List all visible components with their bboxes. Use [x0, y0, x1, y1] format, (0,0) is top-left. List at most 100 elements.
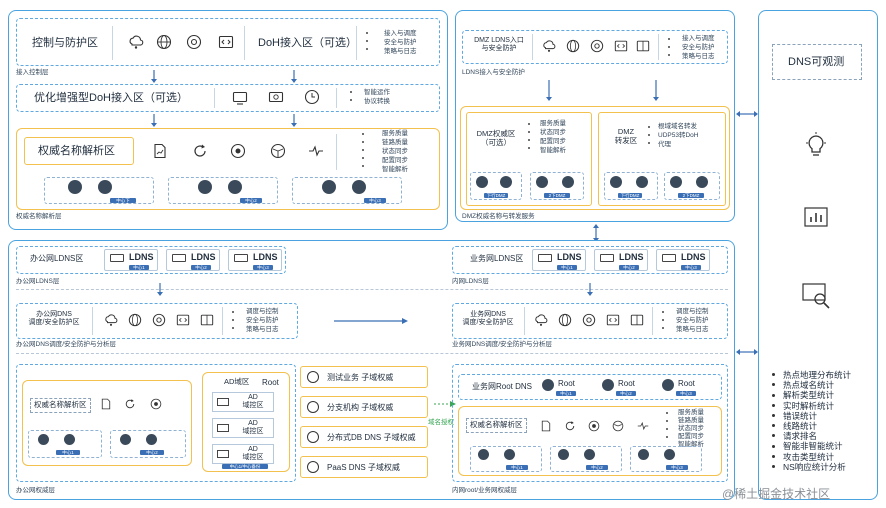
ad-zone-box — [202, 372, 290, 472]
biz-cluster — [470, 446, 542, 472]
dmz-note-3: 策略与日志 — [682, 53, 715, 60]
ldns-tag: 中心2 — [191, 265, 211, 270]
dns-server-icon — [322, 180, 336, 194]
ldns-label: LDNS — [557, 252, 582, 262]
stat-label: NS响应统计分析 — [783, 461, 846, 472]
biz-cluster — [630, 446, 702, 472]
ad-label: AD 域控区 — [242, 394, 264, 409]
dns-server-icon — [610, 176, 622, 188]
office-dns-note-1: 调度与控制 — [246, 308, 279, 315]
dns-server-icon — [352, 180, 366, 194]
subdomain-box: 测试业务 子域权威 — [300, 366, 428, 388]
globe-icon — [156, 34, 172, 50]
bullet-icon — [772, 393, 775, 397]
auth-zone-title: 权威名称解析区 — [38, 145, 115, 157]
globe-icon — [128, 313, 142, 327]
server-icon — [217, 450, 229, 458]
biz-dns-note-1: 调度与控制 — [676, 308, 709, 315]
auth-note-4: 配置同步 — [382, 157, 408, 164]
sync-screen-icon — [268, 91, 284, 103]
observability-panel — [758, 10, 878, 500]
bullet-icon — [772, 434, 775, 438]
ad-zone-title: AD域区 — [224, 377, 250, 386]
access-note-3: 策略与日志 — [384, 48, 417, 55]
gear-cycle-icon — [582, 313, 596, 327]
subdomain-label: PaaS DNS 子域权威 — [327, 463, 400, 472]
subdomain-box: 分布式DB DNS 子域权威 — [300, 426, 428, 448]
stat-item: 智能非智能统计 — [770, 441, 874, 451]
cloud-network-icon — [535, 314, 548, 326]
dns-server-icon — [64, 434, 75, 445]
code-window-icon — [176, 314, 190, 326]
dns-server-icon — [636, 176, 648, 188]
dmz-fwd-note-2: UDP53转DoH — [658, 132, 699, 139]
dmz-note-2: 安全与防护 — [682, 44, 715, 51]
bullet-icon — [772, 414, 775, 418]
server-icon — [217, 398, 229, 406]
dmz-tag-2: 2下DMZ — [544, 193, 570, 198]
pulse-icon — [309, 145, 323, 157]
auth-note-2: 链路质量 — [382, 139, 408, 146]
ldns-label: LDNS — [681, 252, 706, 262]
code-window-icon — [218, 35, 234, 49]
bullet-icon — [772, 403, 775, 407]
root-tag: 中心3 — [676, 391, 696, 396]
stats-list: 热点地理分布统计热点域名统计解析类型统计实时解析统计错误统计线路统计请求排名智能… — [770, 370, 874, 472]
office-cluster-tag-2: 中心2 — [140, 450, 164, 455]
root-label: Root — [618, 379, 635, 388]
target-icon — [230, 143, 246, 159]
enhanced-doh-title: 优化增强型DoH接入区（可选） — [34, 92, 189, 104]
dns-server-icon — [558, 449, 569, 460]
doc-chart-icon — [541, 420, 551, 432]
server-icon — [600, 254, 614, 262]
dns-server-icon — [68, 180, 82, 194]
dns-server-icon — [198, 180, 212, 194]
dns-server-icon — [542, 379, 554, 391]
biz-root-box — [458, 374, 722, 400]
biz-auth-note-3: 状态同步 — [678, 425, 704, 432]
office-ldns-title: 办公网LDNS区 — [30, 254, 84, 263]
auth-note-1: 服务质量 — [382, 130, 408, 137]
observe-title-box — [772, 44, 862, 80]
bullet-icon — [772, 424, 775, 428]
dns-server-icon — [536, 176, 548, 188]
biz-layer-label: 内网root/业务网权威层 — [452, 487, 518, 494]
auth-note-5: 智能解析 — [382, 166, 408, 173]
bullet-icon — [772, 465, 775, 469]
ad-label: AD 域控区 — [242, 446, 264, 461]
globe-icon — [307, 371, 319, 383]
refresh-icon — [194, 144, 206, 157]
office-dns-layer: 办公网DNS调度/安全防护与分析层 — [16, 341, 117, 348]
ad-controller: AD 域控区 — [212, 444, 274, 464]
dns-server-icon — [638, 449, 649, 460]
gear-cycle-icon — [590, 39, 604, 53]
server-icon — [538, 254, 552, 262]
root-tag: 中心1 — [556, 391, 576, 396]
office-dns-note-2: 安全与防护 — [246, 317, 279, 324]
biz-auth-note-2: 链路质量 — [678, 417, 704, 424]
globe-icon — [566, 39, 580, 53]
dns-server-icon — [602, 379, 614, 391]
server-icon — [110, 254, 124, 262]
biz-dns-note-2: 安全与防护 — [676, 317, 709, 324]
dns-server-icon — [476, 176, 488, 188]
firewall-icon — [630, 314, 644, 326]
biz-auth-note-5: 智能解析 — [678, 441, 704, 448]
cluster-1 — [44, 177, 154, 204]
biz-cluster — [550, 446, 622, 472]
subdomain-label: 分布式DB DNS 子域权威 — [327, 433, 416, 442]
dmz-tag-3: 下行DMZ — [618, 193, 642, 198]
enhanced-note-2: 协议转换 — [364, 98, 390, 105]
access-control-box — [16, 18, 440, 66]
dmz-fwd-note-1: 根域域名转发 — [658, 123, 697, 130]
stat-label: 实时解析统计 — [783, 400, 835, 411]
dmz-auth-note-1: 服务质量 — [540, 120, 566, 127]
ldns-label: LDNS — [619, 252, 644, 262]
auth-note-3: 状态同步 — [382, 148, 408, 155]
stat-item: 攻击类型统计 — [770, 452, 874, 462]
doh-zone-title: DoH接入区（可选） — [258, 37, 358, 49]
